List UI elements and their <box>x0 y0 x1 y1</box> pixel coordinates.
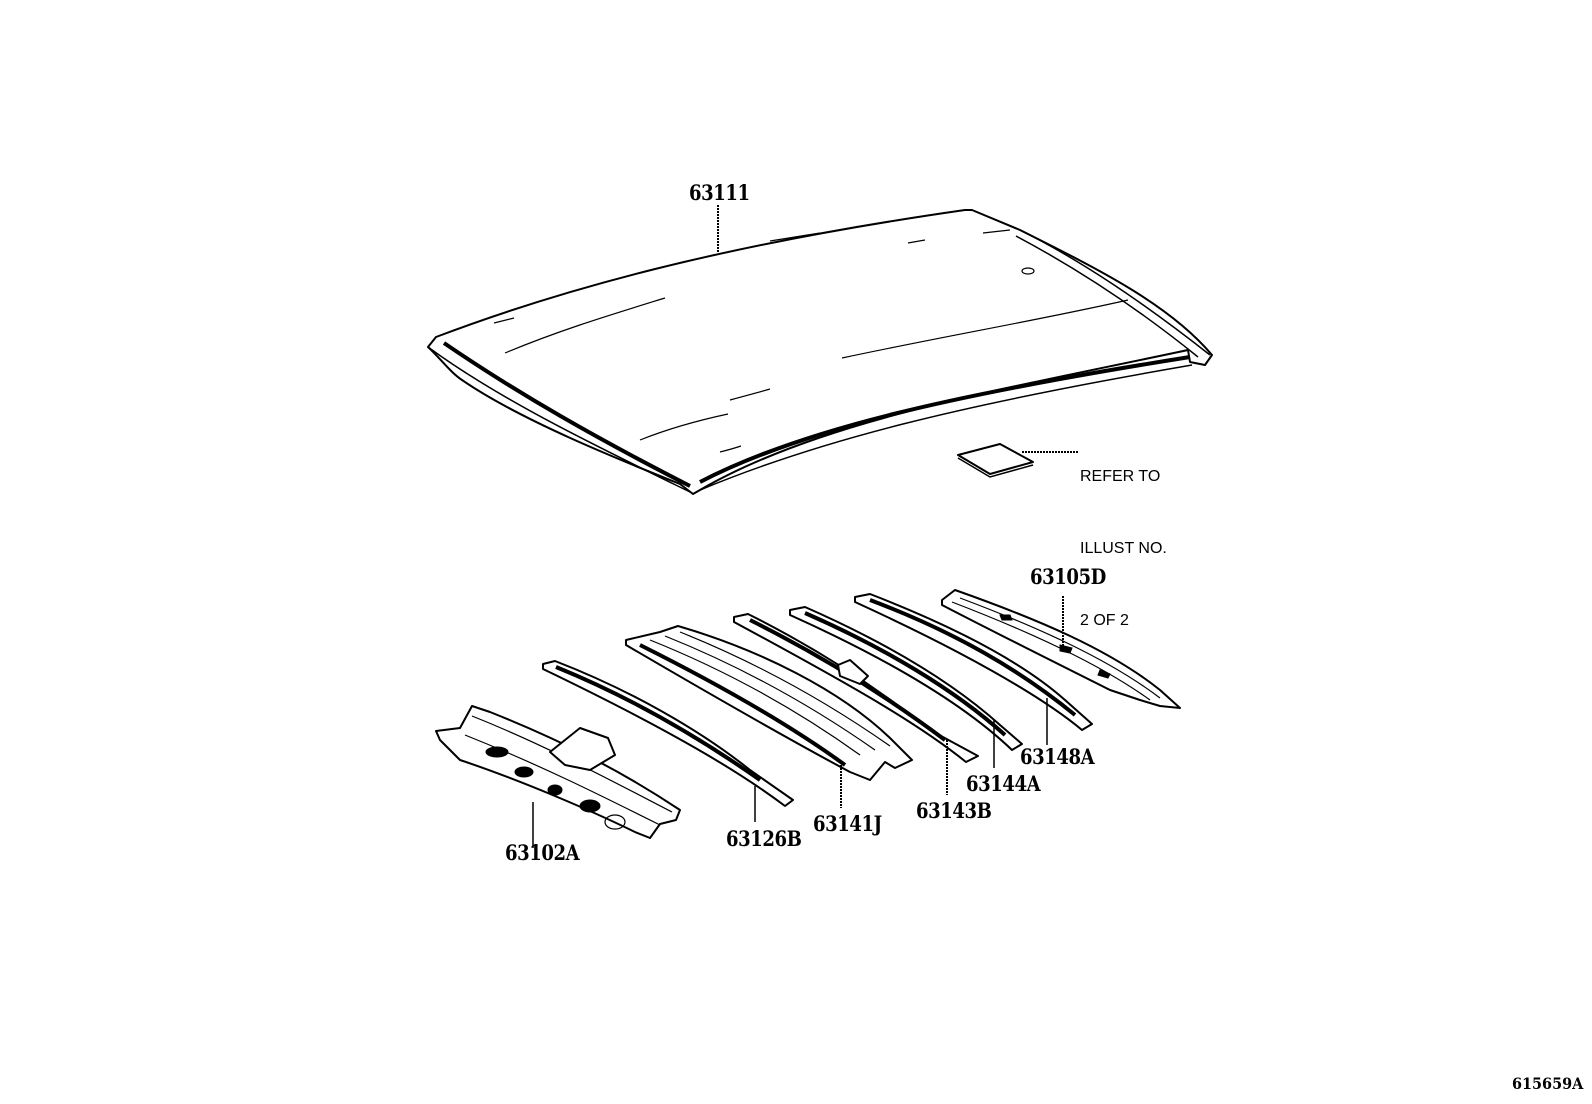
note-line-2: ILLUST NO. <box>1080 540 1167 557</box>
bow-63144a-drawing[interactable] <box>789 606 1023 768</box>
refer-note: REFER TO ILLUST NO. 2 OF 2 <box>1080 417 1167 681</box>
note-line-3: 2 OF 2 <box>1080 612 1129 629</box>
bow-63148a-drawing[interactable] <box>854 593 1093 745</box>
note-sheet-drawing <box>957 443 1078 478</box>
roof-panel-drawing[interactable] <box>427 205 1213 495</box>
bow-63105d-drawing[interactable] <box>941 589 1181 709</box>
label-63102a[interactable]: 63102A <box>505 840 580 865</box>
label-63126b[interactable]: 63126B <box>726 826 802 851</box>
label-63144a[interactable]: 63144A <box>966 771 1041 796</box>
label-63105d[interactable]: 63105D <box>1030 564 1106 589</box>
label-63111[interactable]: 63111 <box>689 180 750 205</box>
label-63141j[interactable]: 63141J <box>813 811 882 836</box>
label-63143b[interactable]: 63143B <box>916 798 992 823</box>
label-63148a[interactable]: 63148A <box>1020 744 1095 769</box>
header-63102a-drawing[interactable] <box>435 705 681 848</box>
bow-63143b-drawing[interactable] <box>733 613 979 795</box>
illustration-id: 615659A <box>1512 1074 1584 1093</box>
bow-63126b-drawing[interactable] <box>542 660 794 822</box>
bow-63141j-drawing[interactable] <box>625 625 913 808</box>
note-line-1: REFER TO <box>1080 468 1161 485</box>
